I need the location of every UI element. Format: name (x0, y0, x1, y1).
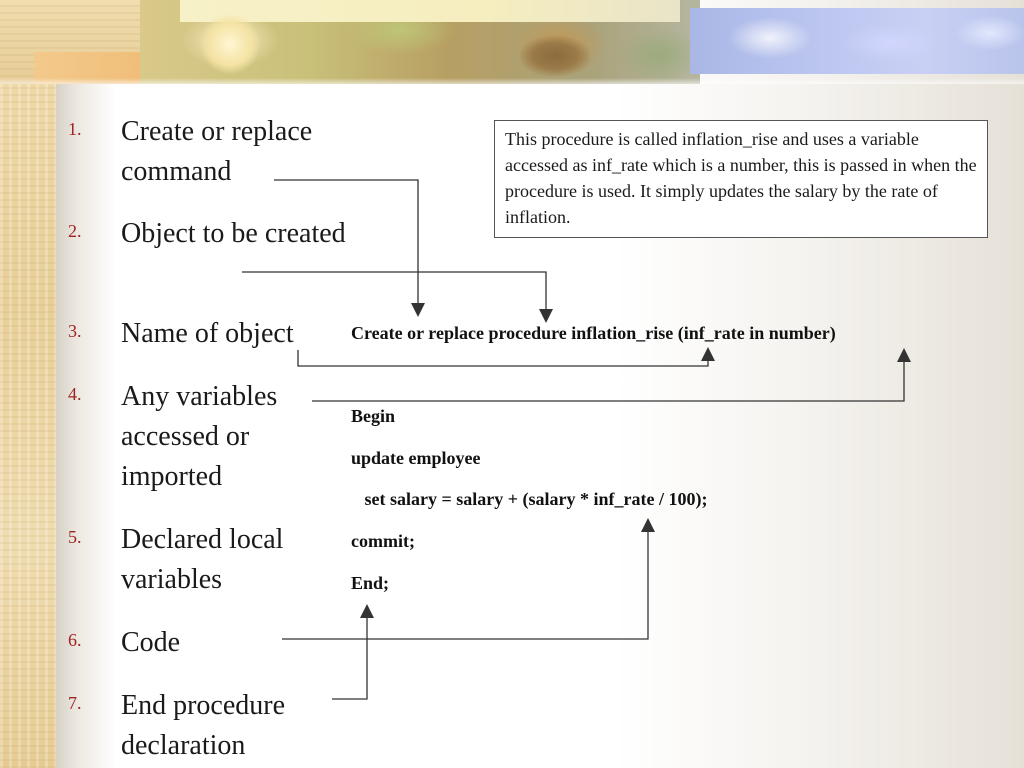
code-line-end: End; (351, 573, 390, 593)
list-item-text: Code (121, 627, 181, 658)
list-item-text: End procedure declaration (121, 690, 286, 761)
list-number: 2. (68, 221, 82, 241)
header-banner-image (0, 0, 1024, 84)
description-callout: This procedure is called inflation_rise … (494, 120, 988, 238)
list-item-text: Object to be created (121, 218, 346, 249)
list-item-text: Any variables accessed or imported (121, 381, 278, 492)
arrow-variables (312, 358, 905, 402)
code-line-set: set salary = salary + (salary * inf_rate… (351, 489, 708, 509)
description-text: This procedure is called inflation_rise … (505, 129, 977, 227)
code-line-create: Create or replace procedure inflation_ri… (351, 323, 836, 343)
list-item-text: Name of object (121, 318, 294, 349)
arrowhead-up (897, 348, 911, 362)
arrowhead-down (539, 309, 553, 323)
arrowhead-up (701, 347, 715, 361)
arrow-object (242, 271, 547, 312)
code-line-commit: commit; (351, 531, 415, 551)
arrowhead-up (641, 518, 655, 532)
list-item-text: Create or replace command (121, 116, 313, 187)
flower-decoration (690, 8, 1024, 74)
code-line-begin: Begin (351, 406, 396, 426)
code-line-update: update employee (351, 448, 481, 468)
list-number: 4. (68, 384, 82, 404)
list-number: 7. (68, 693, 82, 713)
left-shadow-fade (56, 84, 116, 768)
parchment-left-strip (0, 0, 56, 768)
list-item-text: Declared local variables (121, 524, 284, 595)
leaf-decoration (520, 36, 590, 76)
list-number: 5. (68, 527, 82, 547)
arrowhead-up (360, 604, 374, 618)
list-number: 3. (68, 321, 82, 341)
list-number: 6. (68, 630, 82, 650)
list-number: 1. (68, 119, 82, 139)
arrowhead-down (411, 303, 425, 317)
